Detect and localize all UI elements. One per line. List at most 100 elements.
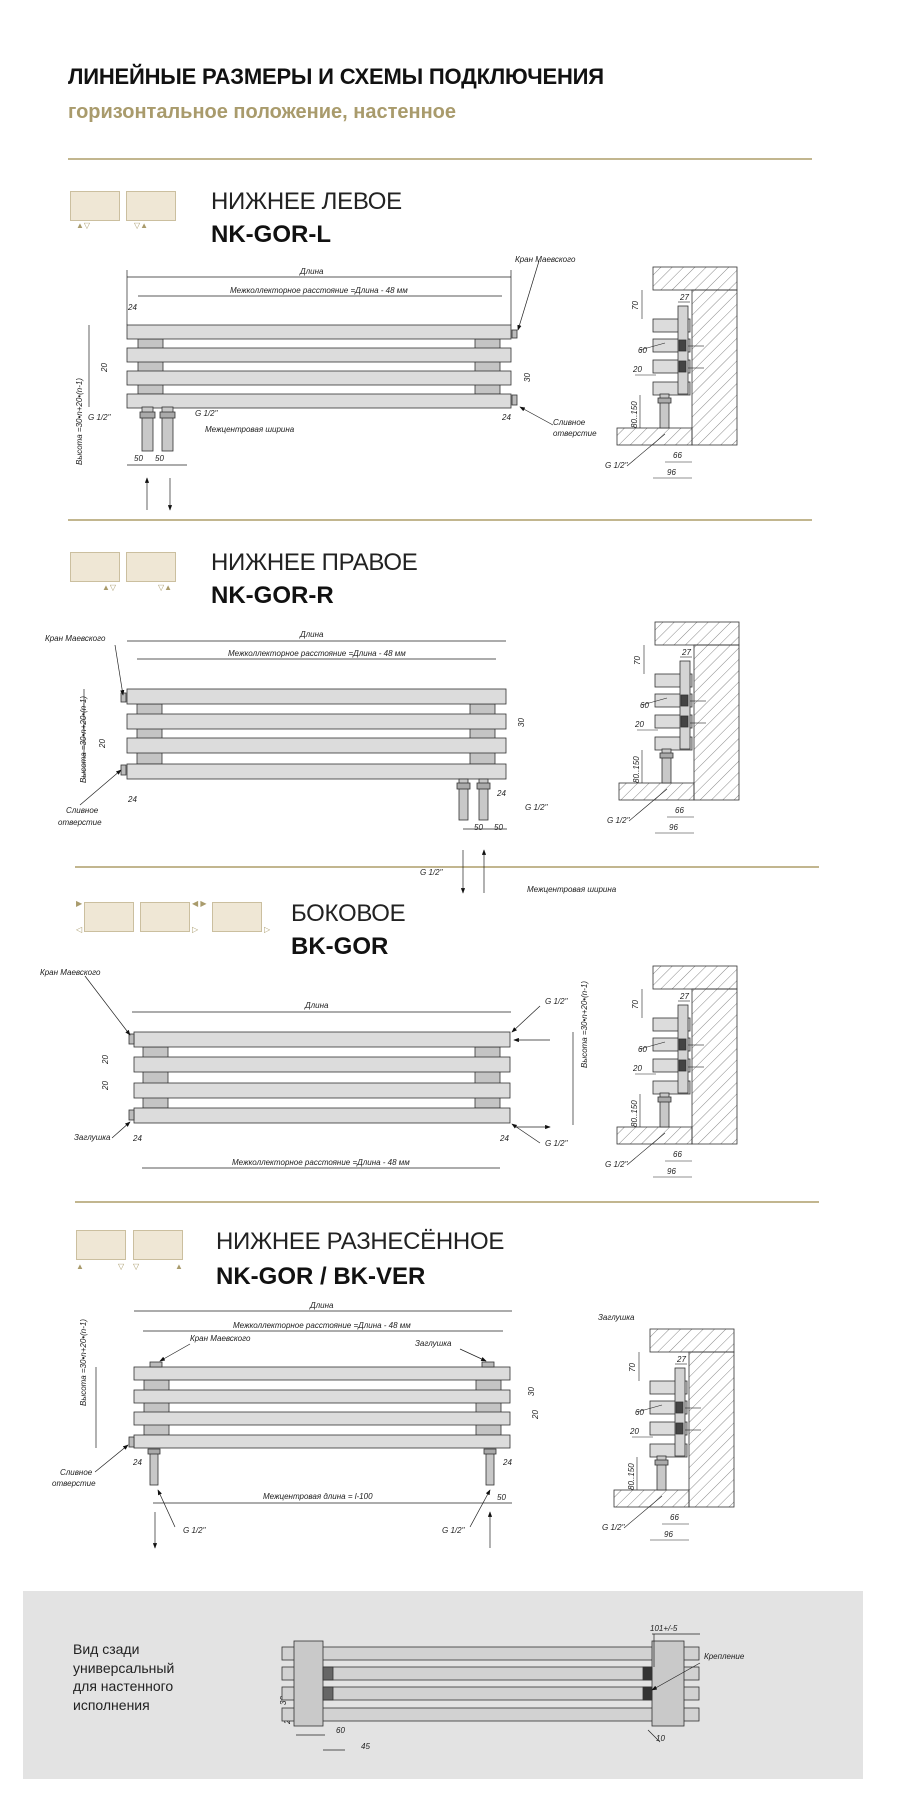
flow-arrows-icon: ▶ [76, 899, 83, 908]
label-mayevsky: Кран Маевского [40, 968, 101, 977]
plug [128, 1109, 135, 1121]
dim-length: Длина [299, 267, 324, 276]
mount-bracket [642, 1666, 653, 1681]
bracket [137, 338, 164, 395]
nut [483, 1448, 497, 1455]
radiator-bar [126, 393, 512, 409]
pipe [149, 1450, 159, 1486]
wall-hatch [693, 644, 740, 801]
collector-post [651, 1640, 685, 1727]
radiator-connection-icon [140, 902, 190, 932]
pipe [141, 406, 154, 452]
dim-length: Длина [299, 630, 324, 639]
page-title: ЛИНЕЙНЫЕ РАЗМЕРЫ И СХЕМЫ ПОДКЛЮЧЕНИЯ [68, 64, 604, 89]
dim-60: 60 [336, 1726, 345, 1735]
dimension-line [639, 342, 666, 351]
divider [68, 158, 812, 160]
dim-24: 24 [132, 1458, 142, 1467]
label-drain: Сливное [66, 806, 99, 815]
dim-label: 80..150 [632, 756, 641, 783]
dimension-line [626, 1132, 666, 1166]
dim-label: 60 [640, 701, 649, 710]
label-drain: отверстие [58, 818, 102, 827]
dim-30: 30 [523, 373, 532, 382]
nut [654, 1459, 669, 1466]
radiator-connection-icon [212, 902, 262, 932]
nut [476, 782, 491, 790]
mayevsky-valve [120, 692, 127, 703]
mount-bracket [678, 1059, 687, 1072]
wall-hatch [652, 965, 738, 990]
section-title: НИЖНЕЕ ПРАВОЕ [211, 549, 418, 576]
flow-arrows-icon: ▲▽ [76, 221, 91, 230]
bracket [469, 703, 496, 765]
flow-arrows-icon: ◀ ▶ [192, 899, 207, 908]
divider [75, 1201, 819, 1203]
nut [456, 782, 471, 790]
floor-hatch [618, 782, 695, 801]
front-view-nk-gor-l: Длина Межколлекторное расстояние =Длина … [75, 255, 597, 465]
radiator-connection-icon [84, 902, 134, 932]
leader [469, 1489, 491, 1528]
radiator-bar [126, 324, 512, 340]
dim-height: Высота =30•n+20•(n-1) [580, 981, 589, 1068]
dim-label: 20 [632, 365, 642, 374]
wall-hatch [649, 1328, 735, 1353]
mount-bracket [678, 1038, 687, 1051]
leader [111, 1121, 131, 1139]
dim-label: 96 [667, 468, 676, 477]
dimension-line [628, 788, 668, 822]
dim-length: Длина [304, 1001, 329, 1010]
radiator-bar [281, 1666, 700, 1681]
dim-10: 10 [656, 1734, 665, 1743]
dim-collector: Межколлекторное расстояние =Длина - 48 м… [228, 649, 406, 658]
radiator-bar [133, 1056, 511, 1073]
caption-line: Вид сзади [73, 1641, 140, 1657]
section-title: БОКОВОЕ [291, 900, 406, 927]
label-plug: Заглушка [74, 1133, 111, 1142]
front-view-nk-gor-bk-ver: Длина Межколлекторное расстояние =Длина … [52, 1301, 635, 1535]
dim-label: 66 [670, 1513, 679, 1522]
dim-24: 24 [496, 789, 506, 798]
label-mayevsky: Кран Маевского [515, 255, 576, 264]
label-g: G 1/2" [183, 1526, 207, 1535]
dim-height: Высота =30•n+20•(n-1) [79, 696, 88, 783]
nut [159, 411, 176, 419]
dim-label: 66 [673, 451, 682, 460]
dim-collector: Межколлекторное расстояние =Длина - 48 м… [233, 1321, 411, 1330]
radiator-bar [281, 1707, 700, 1722]
dim-24: 24 [127, 795, 137, 804]
dimension-line [636, 1404, 663, 1413]
mount-bracket [678, 360, 687, 373]
dim-50: 50 [474, 823, 483, 832]
leader [519, 406, 554, 426]
divider [68, 519, 812, 521]
radiator-bar [126, 370, 512, 386]
label-g: G 1/2" [545, 1139, 569, 1148]
pipe [478, 778, 489, 821]
section-title: НИЖНЕЕ ЛЕВОЕ [211, 188, 402, 215]
section-code: BK-GOR [291, 933, 389, 960]
dim-label: 70 [628, 1363, 637, 1372]
dim-50: 50 [155, 454, 164, 463]
mayevsky-valve [128, 1033, 135, 1045]
radiator-bar [126, 763, 507, 780]
radiator-connection-icon [126, 552, 176, 582]
mount-bracket [642, 1686, 653, 1701]
flow-arrows-icon: ▲ [76, 1262, 84, 1271]
radiator-bar [281, 1686, 700, 1701]
caption-line: для настенного [73, 1678, 174, 1694]
label-g: G 1/2" [420, 868, 444, 877]
pipe [659, 1092, 670, 1128]
leader [114, 644, 125, 696]
mayevsky-valve [149, 1361, 163, 1368]
flow-arrows-icon: ▽ [118, 1262, 125, 1271]
bracket [142, 1046, 169, 1109]
mount-bracket [322, 1666, 334, 1681]
label-center-width: Межцентровая ширина [527, 885, 617, 894]
dim-label: 20 [629, 1427, 639, 1436]
collector-post [293, 1640, 324, 1727]
bracket [474, 1046, 501, 1109]
leader [511, 1123, 541, 1144]
